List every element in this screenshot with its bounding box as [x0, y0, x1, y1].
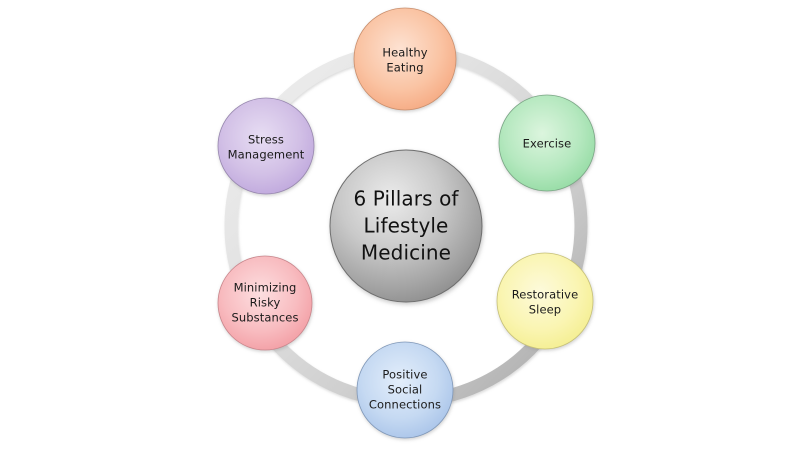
pillar-restorative-sleep[interactable]: Restorative Sleep — [496, 252, 594, 350]
pillar-circle-minimizing-risky-substances[interactable] — [217, 255, 313, 351]
pillar-circle-restorative-sleep[interactable] — [496, 252, 594, 350]
pillar-circle-positive-social-connections[interactable] — [356, 341, 454, 439]
pillar-circle-healthy-eating[interactable] — [353, 7, 457, 111]
pillar-healthy-eating[interactable]: Healthy Eating — [353, 7, 457, 111]
pillar-circle-stress-management[interactable] — [217, 97, 315, 195]
pillar-exercise[interactable]: Exercise — [498, 94, 596, 192]
center-hub[interactable]: 6 Pillars of Lifestyle Medicine — [329, 149, 483, 303]
center-hub-circle[interactable] — [329, 149, 483, 303]
pillar-stress-management[interactable]: Stress Management — [217, 97, 315, 195]
pillar-positive-social-connections[interactable]: Positive Social Connections — [356, 341, 454, 439]
pillar-minimizing-risky-substances[interactable]: Minimizing Risky Substances — [217, 255, 313, 351]
pillar-circle-exercise[interactable] — [498, 94, 596, 192]
